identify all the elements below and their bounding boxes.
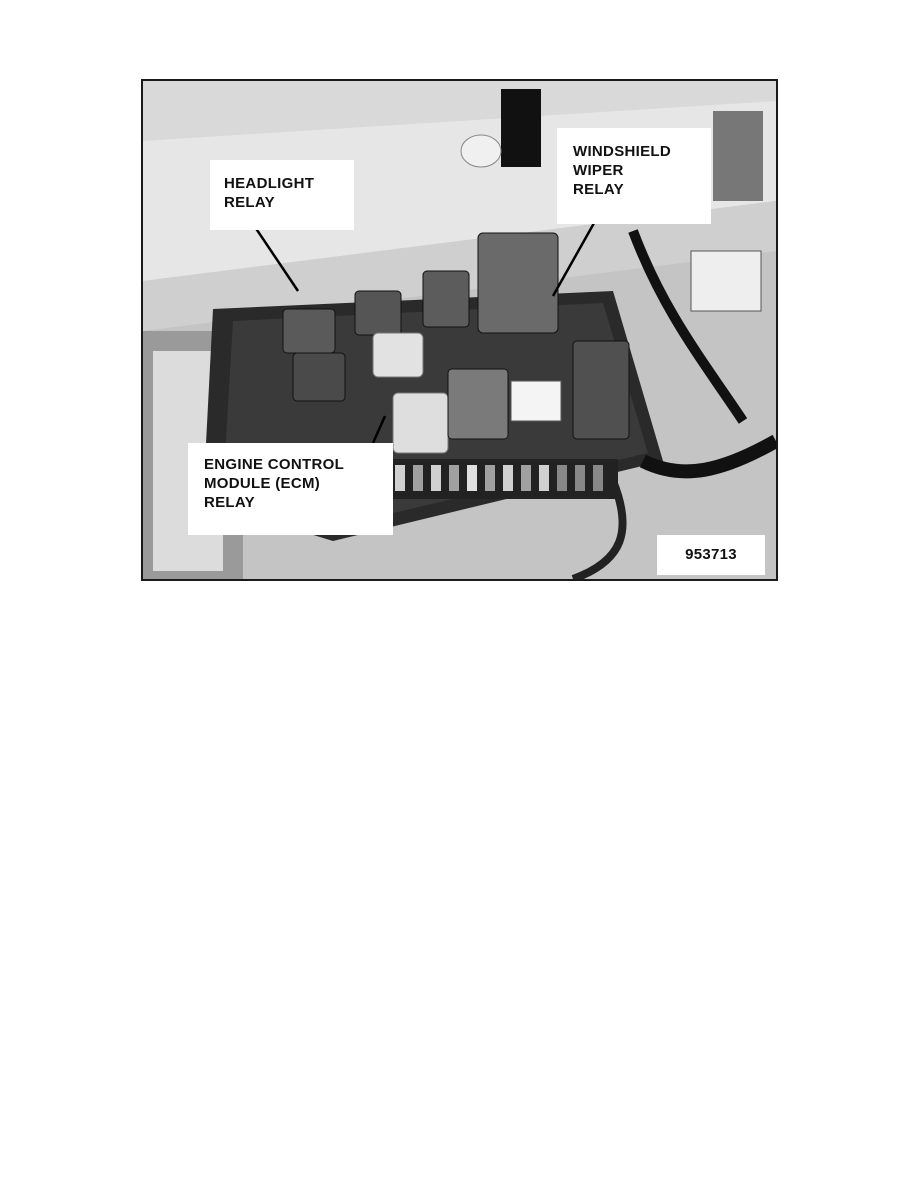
ecm-relay-label-line-2: MODULE (ECM): [204, 475, 321, 492]
wire-harness-1: [628, 229, 748, 424]
ecm-relay-label-line-1: ENGINE CONTROL: [204, 456, 345, 473]
wire-harness-2: [639, 434, 776, 479]
figure-frame: HEADLIGHT RELAY WINDSHIELD WIPER RELAY E…: [141, 79, 778, 581]
wiper-leader-line: [551, 215, 600, 297]
wiper-relay-label-line-3: RELAY: [573, 181, 624, 198]
figure-number: 953713: [657, 535, 765, 575]
ecm-relay-label: ENGINE CONTROL MODULE (ECM) RELAY: [188, 443, 393, 535]
relay-right: [572, 340, 630, 440]
fuse-row: [388, 459, 618, 499]
windshield-wiper-relay-label: WINDSHIELD WIPER RELAY: [557, 128, 711, 224]
headlight-relay: [282, 308, 336, 354]
wiper-relay-label-line-1: WINDSHIELD: [573, 143, 671, 160]
wire-harness-3: [571, 479, 627, 579]
ecm-relay-label-line-3: RELAY: [204, 494, 255, 511]
connector-right: [690, 250, 762, 312]
ecm-relay-upper: [372, 332, 424, 378]
relay-2: [292, 352, 346, 402]
relay-3: [354, 290, 402, 336]
headlight-leader-line: [249, 220, 300, 292]
windshield-wiper-relay: [477, 232, 559, 334]
relay-white: [510, 380, 562, 422]
round-fastener: [460, 134, 502, 168]
ecm-relay: [392, 392, 449, 454]
bracket-right: [713, 111, 763, 201]
headlight-relay-label-line-1: HEADLIGHT: [224, 175, 315, 192]
headlight-relay-label-line-2: RELAY: [224, 194, 275, 211]
wiper-relay-label-line-2: WIPER: [573, 162, 624, 179]
headlight-relay-label: HEADLIGHT RELAY: [210, 160, 354, 230]
relay-4: [422, 270, 470, 328]
top-clip: [501, 89, 541, 167]
ecm-leader-line: [371, 415, 387, 444]
trim-shadow: [143, 201, 776, 331]
relay-6: [447, 368, 509, 440]
